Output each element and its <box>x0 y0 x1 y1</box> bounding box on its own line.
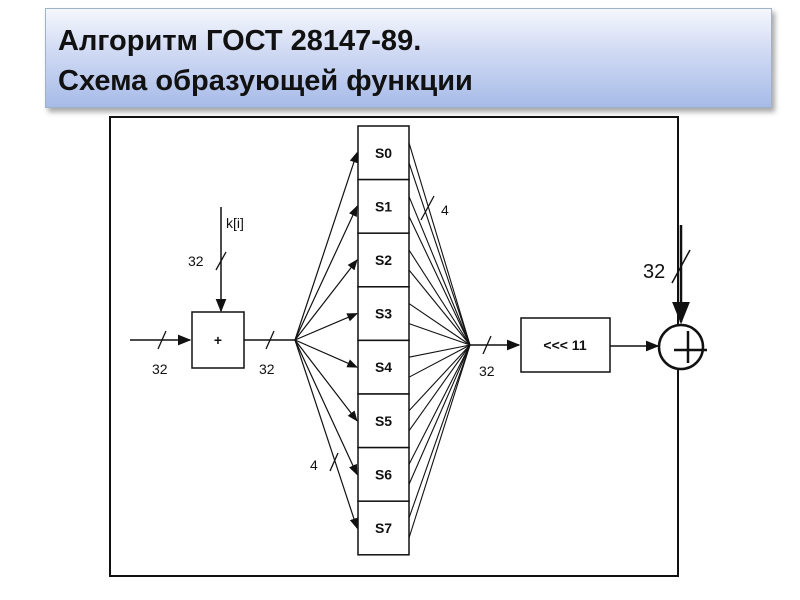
sbox-output-line <box>408 344 471 412</box>
sbox-0-label: S0 <box>375 145 392 161</box>
sbox-input-arrow <box>294 205 358 341</box>
sbox-output-line <box>408 269 471 346</box>
xor-input-width-label: 32 <box>643 261 665 283</box>
sbox-output-line <box>408 142 471 346</box>
sbox-out-width-label: 4 <box>441 202 449 218</box>
sbox-in-width-label: 4 <box>310 457 318 473</box>
sbox-1-box <box>357 178 410 234</box>
sbox-7-label: S7 <box>375 520 392 536</box>
key-width-tick <box>215 251 227 271</box>
merged-width-label: 32 <box>479 363 495 379</box>
sbox-1-label: S1 <box>375 198 392 214</box>
input-width-label: 32 <box>152 361 168 377</box>
sbox-output-line <box>408 344 471 465</box>
sbox-7-box <box>357 500 410 556</box>
sbox-output-line <box>408 344 471 358</box>
xor-circle <box>657 323 705 371</box>
rotate-box <box>520 317 611 373</box>
xor-input-width-tick <box>671 249 691 284</box>
sbox-output-line <box>408 344 471 378</box>
sbox-5-box <box>357 393 410 449</box>
sbox-output-line <box>408 323 471 346</box>
sbox-output-line <box>408 344 471 539</box>
key-label: k[i] <box>226 215 244 231</box>
title-line-1: Алгоритм ГОСТ 28147-89. <box>58 25 422 57</box>
sbox-5-label: S5 <box>375 413 392 429</box>
sbox-4-label: S4 <box>375 359 392 375</box>
sbox-input-arrow <box>294 151 359 341</box>
adder-output-width-label: 32 <box>259 361 275 377</box>
sbox-0-box <box>357 125 410 181</box>
sbox-out-width-tick <box>420 195 435 221</box>
sbox-output-line <box>408 162 471 346</box>
key-width-label: 32 <box>188 253 204 269</box>
sbox-6-label: S6 <box>375 466 392 482</box>
sbox-6-box <box>357 446 410 502</box>
sbox-2-box <box>357 232 410 288</box>
sbox-output-line <box>408 344 471 485</box>
fan-lines <box>294 142 471 539</box>
title-line-2: Схема образующей функции <box>58 65 473 97</box>
rotate-label: <<< 11 <box>543 337 586 353</box>
sbox-input-arrow <box>294 259 358 341</box>
adder-box <box>191 311 245 369</box>
sbox-input-arrow <box>294 339 358 368</box>
title-banner: Алгоритм ГОСТ 28147-89. Схема образующей… <box>45 8 772 108</box>
sbox-output-line <box>408 249 471 346</box>
sbox-output-line <box>408 216 471 346</box>
sbox-input-arrow <box>294 313 358 341</box>
sbox-4-box <box>357 339 410 395</box>
sbox-3-label: S3 <box>375 306 392 322</box>
sbox-input-arrow <box>294 339 358 476</box>
sbox-in-width-tick <box>329 452 339 472</box>
sbox-output-line <box>408 344 471 519</box>
merged-width-tick <box>482 335 492 355</box>
adder-output-width-tick <box>265 330 275 350</box>
sbox-2-label: S2 <box>375 252 392 268</box>
sbox-output-line <box>408 344 471 432</box>
sbox-input-arrow <box>294 339 358 422</box>
sbox-output-line <box>408 303 471 346</box>
sbox-output-line <box>408 196 471 346</box>
adder-symbol: + <box>214 332 222 348</box>
input-width-tick <box>157 330 167 350</box>
sbox-input-arrow <box>294 339 359 530</box>
